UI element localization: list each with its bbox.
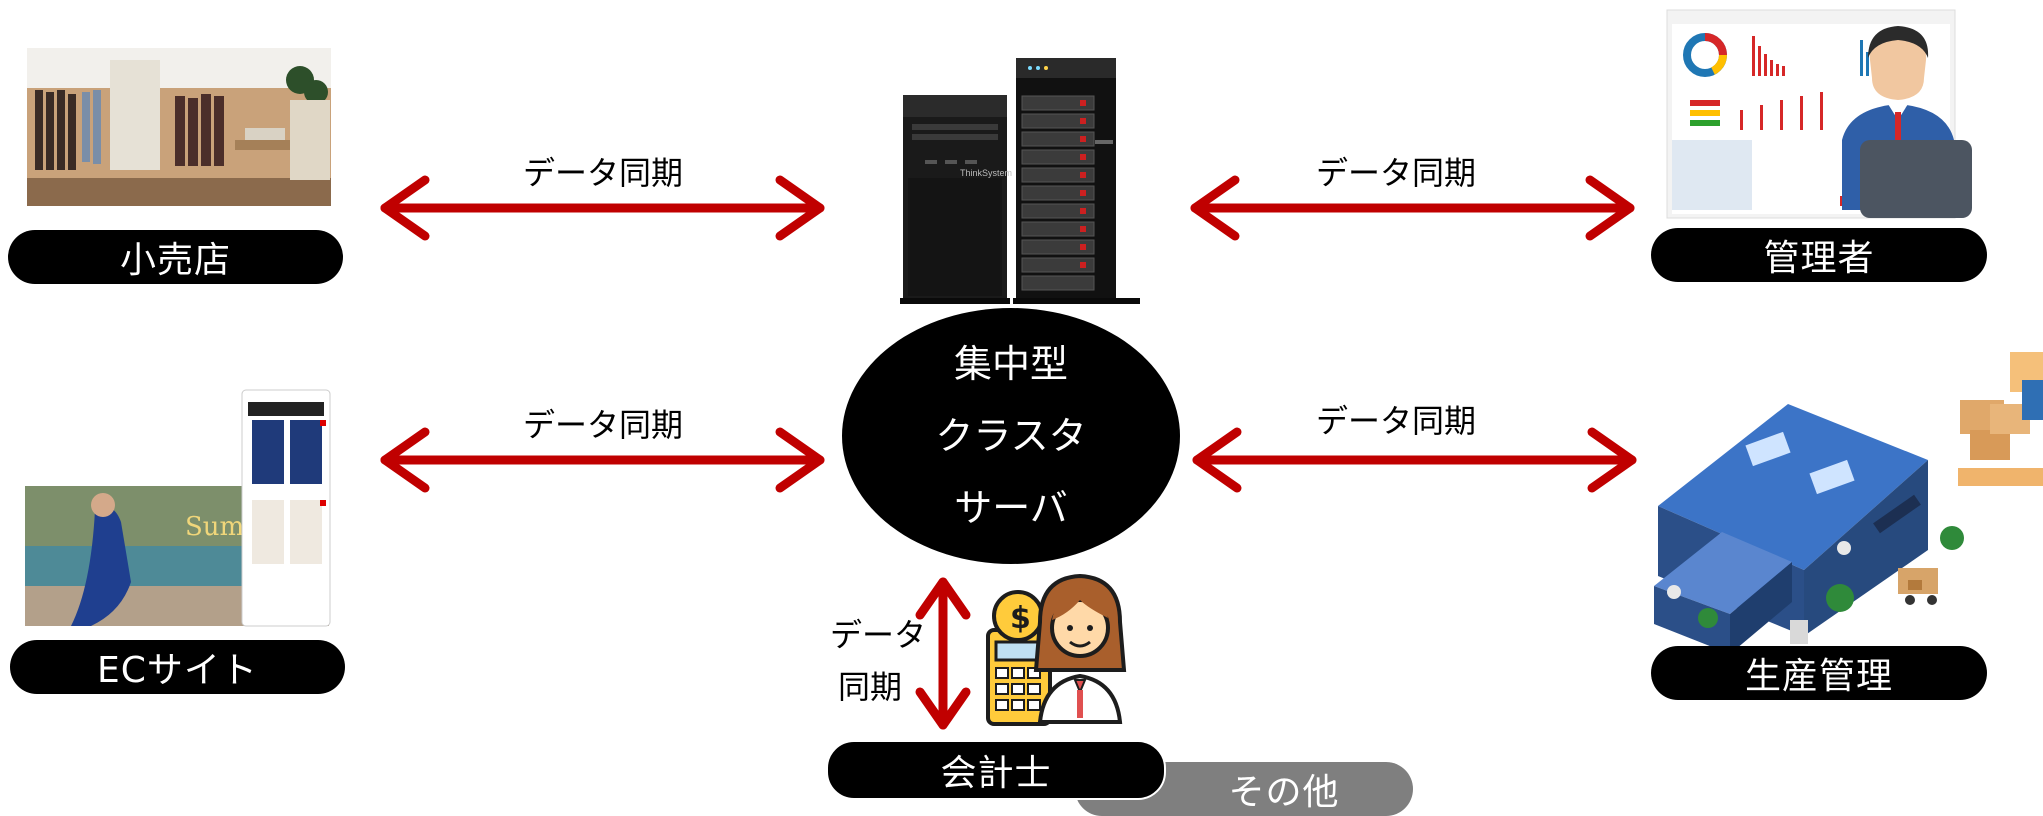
boxes-worker <box>1958 352 2043 486</box>
sync-label-top-left: データ同期 <box>523 154 684 192</box>
central-cluster-server-node: 集中型 クラスタ サーバ <box>842 308 1180 564</box>
arrow-ec-server <box>380 427 825 493</box>
sync-label-mid-left: データ同期 <box>523 406 684 444</box>
center-line2: クラスタ <box>935 414 1087 458</box>
arrow-retail-server <box>380 175 825 241</box>
node-ec-site: ECサイト <box>10 640 345 694</box>
server-brand-text: ThinkSystem <box>960 168 1013 178</box>
sync-label-bottom-line2: 同期 <box>838 668 903 706</box>
node-production: 生産管理 <box>1651 646 1987 700</box>
node-retail: 小売店 <box>8 230 343 284</box>
sync-label-mid-right: データ同期 <box>1316 402 1477 440</box>
arrow-server-accountant <box>915 577 971 730</box>
center-line1: 集中型 <box>953 342 1068 386</box>
node-accountant: 会計士 <box>826 740 1166 800</box>
retail-store-photo <box>27 48 331 206</box>
manager-person <box>1842 26 1972 218</box>
accountant-illustration: $ <box>986 573 1127 726</box>
node-manager: 管理者 <box>1651 228 1987 282</box>
svg-text:$: $ <box>1010 601 1031 636</box>
server-image <box>900 58 1140 304</box>
arrow-server-manager <box>1190 175 1635 241</box>
arrow-server-production <box>1192 427 1637 493</box>
sync-label-bottom-line1: データ <box>830 616 927 654</box>
warehouse-illustration <box>1654 404 1964 654</box>
sync-label-top-right: データ同期 <box>1316 154 1477 192</box>
ec-site-screenshot: Summ <box>25 389 331 627</box>
center-line3: サーバ <box>954 486 1068 530</box>
